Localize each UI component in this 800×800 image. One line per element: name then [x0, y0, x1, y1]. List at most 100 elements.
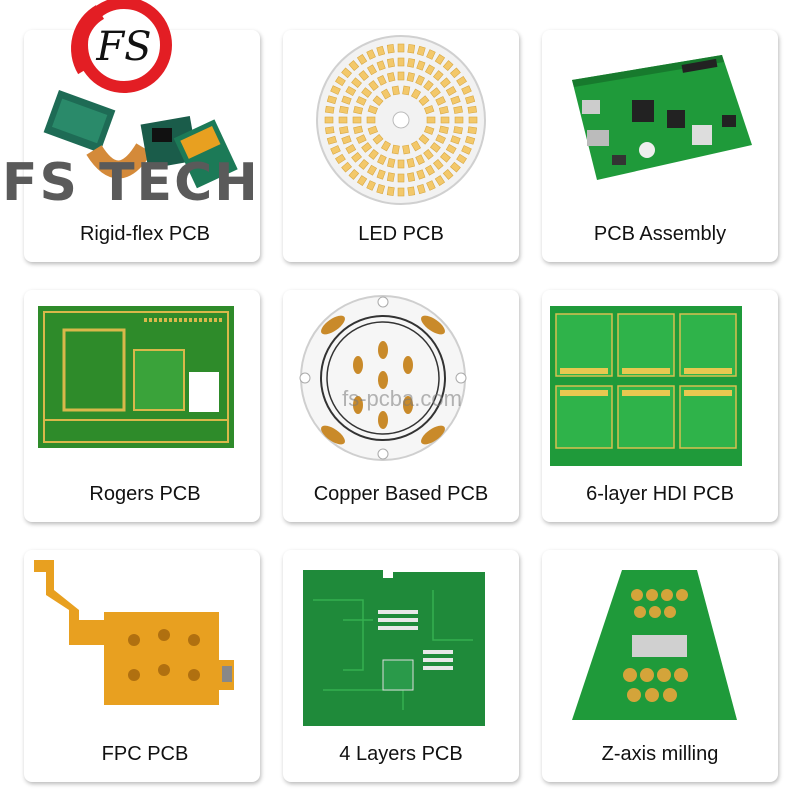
led-chip — [426, 49, 436, 60]
led-chip — [407, 172, 416, 182]
product-label[interactable]: Copper Based PCB — [313, 483, 489, 505]
led-chip — [456, 75, 467, 87]
product-card-fpc-pcb[interactable]: FPC PCB — [24, 550, 260, 782]
led-chip — [453, 105, 463, 114]
led-chip — [397, 173, 405, 183]
led-chip — [429, 142, 441, 153]
led-chip — [361, 142, 373, 153]
led-chip — [450, 67, 461, 79]
led-chip — [376, 184, 386, 195]
product-label[interactable]: Rogers PCB — [89, 483, 201, 505]
led-chip — [402, 144, 411, 155]
led-chip — [361, 87, 373, 98]
led-chip — [435, 96, 446, 106]
led-chip — [407, 58, 416, 68]
led-chip — [445, 85, 457, 97]
led-chip — [442, 169, 454, 180]
led-chip — [440, 77, 451, 89]
led-chip — [376, 45, 386, 56]
led-chip — [387, 72, 396, 83]
led-chip — [435, 134, 446, 144]
led-chip — [465, 135, 476, 145]
product-label[interactable]: 6-layer HDI PCB — [586, 483, 734, 505]
product-card-led-pcb[interactable]: LED PCB — [283, 30, 519, 262]
led-chip — [341, 135, 352, 145]
product-card-rigid-flex-pcb[interactable]: Rigid-flex PCB — [24, 30, 260, 262]
led-chip — [372, 133, 384, 145]
led-chip — [325, 105, 335, 114]
led-chip — [341, 95, 352, 105]
led-chip — [345, 143, 357, 155]
product-card-6-layer-hdi-pcb[interactable]: 6-layer HDI PCB — [542, 290, 778, 522]
led-chip — [366, 164, 378, 176]
led-chip — [416, 60, 426, 71]
led-chip — [467, 105, 477, 114]
led-chip — [367, 125, 378, 135]
product-label[interactable]: FPC PCB — [101, 743, 189, 765]
led-chip — [402, 85, 411, 96]
led-chip — [366, 180, 376, 191]
product-card-4-layers-pcb[interactable]: 4 Layers PCB — [283, 550, 519, 782]
led-chip — [326, 95, 337, 105]
led-chip — [450, 135, 461, 145]
led-pcb-image — [316, 35, 486, 205]
led-chip — [465, 95, 476, 105]
led-chip — [467, 126, 477, 135]
product-label[interactable]: Z-axis milling — [601, 743, 719, 765]
led-chip — [429, 87, 441, 98]
led-chip — [406, 72, 415, 83]
led-chip — [386, 186, 395, 196]
led-chip — [358, 70, 370, 81]
led-chip — [391, 144, 400, 155]
led-chip — [461, 85, 472, 95]
product-label[interactable]: 4 Layers PCB — [339, 743, 463, 765]
product-label[interactable]: LED PCB — [358, 223, 444, 245]
product-card-rogers-pcb[interactable]: Rogers PCB — [24, 290, 260, 522]
led-chip — [416, 45, 426, 56]
led-chip — [353, 106, 364, 115]
led-chip — [423, 80, 434, 92]
led-chip — [468, 116, 478, 124]
led-chip — [366, 49, 376, 60]
led-chip — [376, 169, 386, 180]
product-label[interactable]: PCB Assembly — [593, 223, 727, 245]
led-chip — [424, 105, 435, 115]
led-chip — [432, 70, 444, 81]
led-chip — [339, 105, 349, 114]
led-chip — [324, 116, 334, 124]
led-chip — [348, 169, 360, 180]
led-chip — [330, 145, 341, 155]
hdi-pcb-image — [550, 306, 742, 466]
led-chip — [391, 85, 400, 96]
led-chip — [341, 161, 352, 173]
led-chip — [330, 85, 341, 95]
led-chip — [380, 88, 392, 100]
led-chip — [415, 154, 425, 165]
rogers-pcb-image — [38, 306, 234, 448]
led-chip — [454, 116, 464, 124]
product-card-pcb-assembly[interactable]: PCB Assembly — [542, 30, 778, 262]
led-chip — [461, 145, 472, 155]
led-chip — [339, 126, 349, 135]
led-chip — [386, 58, 395, 68]
product-label[interactable]: Rigid-flex PCB — [79, 223, 211, 245]
led-chip — [326, 135, 337, 145]
led-chip — [426, 180, 436, 191]
led-chip — [424, 164, 436, 176]
led-chip — [397, 71, 405, 81]
led-chip — [424, 64, 436, 76]
led-chip — [440, 151, 451, 163]
led-chip — [376, 60, 386, 71]
led-chip — [434, 175, 446, 186]
led-chip — [380, 140, 392, 152]
led-chip — [456, 153, 467, 165]
product-card-z-axis-milling[interactable]: Z-axis milling — [542, 550, 778, 782]
led-chip — [377, 154, 387, 165]
led-chip — [440, 116, 450, 124]
led-chip — [353, 125, 364, 134]
led-chip — [416, 184, 426, 195]
product-card-copper-based-pcb[interactable]: Copper Based PCB — [283, 290, 519, 522]
led-chip — [397, 159, 405, 169]
led-chip — [345, 85, 357, 97]
led-chip — [406, 157, 415, 168]
